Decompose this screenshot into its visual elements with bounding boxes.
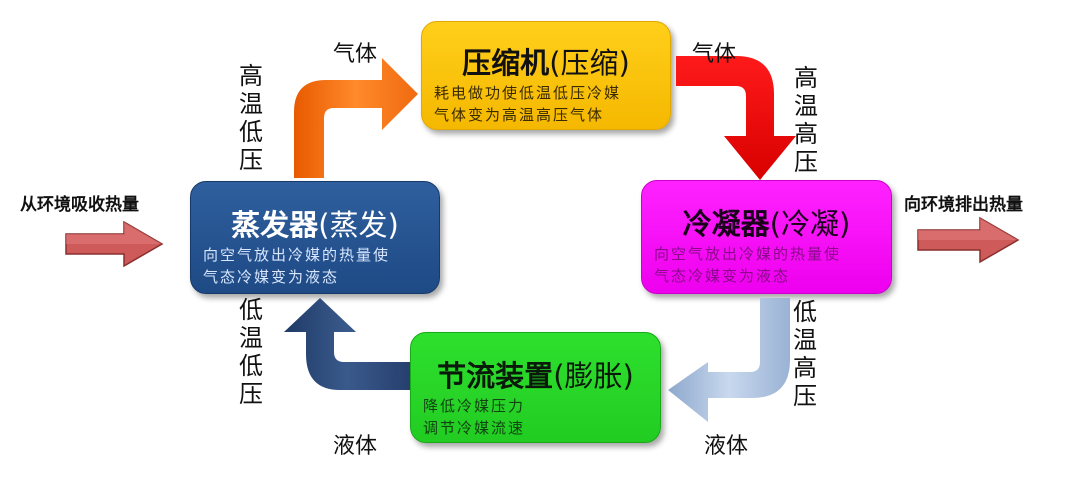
- heat-in-label: 从环境吸收热量: [20, 195, 139, 215]
- evaporator-title: 蒸发器(蒸发): [231, 208, 399, 242]
- compressor-node: 压缩机(压缩) 耗电做功使低温低压冷媒 气体变为高温高压气体: [421, 21, 671, 130]
- throttle-node: 节流装置(膨胀) 降低冷媒压力 调节冷媒流速: [410, 332, 661, 443]
- evaporator-to-compressor-arrow-icon: [294, 58, 418, 178]
- edge-state-label: 高温高压: [794, 64, 818, 176]
- heat-out-label: 向环境排出热量: [904, 195, 1023, 215]
- throttle-description: 降低冷媒压力 调节冷媒流速: [423, 397, 526, 437]
- edge-phase-label: 液体: [704, 434, 749, 459]
- evaporator-description: 向空气放出冷媒的热量使 气态冷媒变为液态: [203, 246, 391, 286]
- edge-phase-label: 气体: [333, 42, 378, 67]
- condenser-to-throttle-arrow-icon: [668, 298, 790, 422]
- edge-state-label: 低温低压: [239, 296, 263, 408]
- evaporator-node: 蒸发器(蒸发) 向空气放出冷媒的热量使 气态冷媒变为液态: [190, 181, 440, 294]
- edge-phase-label: 液体: [333, 434, 378, 459]
- edge-phase-label: 气体: [692, 42, 737, 67]
- throttle-to-evaporator-arrow-icon: [284, 298, 410, 390]
- condenser-description: 向空气放出冷媒的热量使 气态冷媒变为液态: [654, 245, 842, 285]
- edge-state-label: 高温低压: [239, 62, 263, 174]
- heat-in-arrow-icon: [65, 220, 164, 268]
- condenser-node: 冷凝器(冷凝) 向空气放出冷媒的热量使 气态冷媒变为液态: [641, 180, 892, 294]
- condenser-title: 冷凝器(冷凝): [682, 207, 851, 241]
- compressor-title: 压缩机(压缩): [462, 46, 630, 80]
- heat-out-arrow-icon: [917, 216, 1020, 264]
- compressor-description: 耗电做功使低温低压冷媒 气体变为高温高压气体: [434, 84, 622, 124]
- edge-state-label: 低温高压: [793, 298, 817, 410]
- throttle-title: 节流装置(膨胀): [437, 359, 634, 393]
- compressor-to-condenser-arrow-icon: [676, 56, 796, 180]
